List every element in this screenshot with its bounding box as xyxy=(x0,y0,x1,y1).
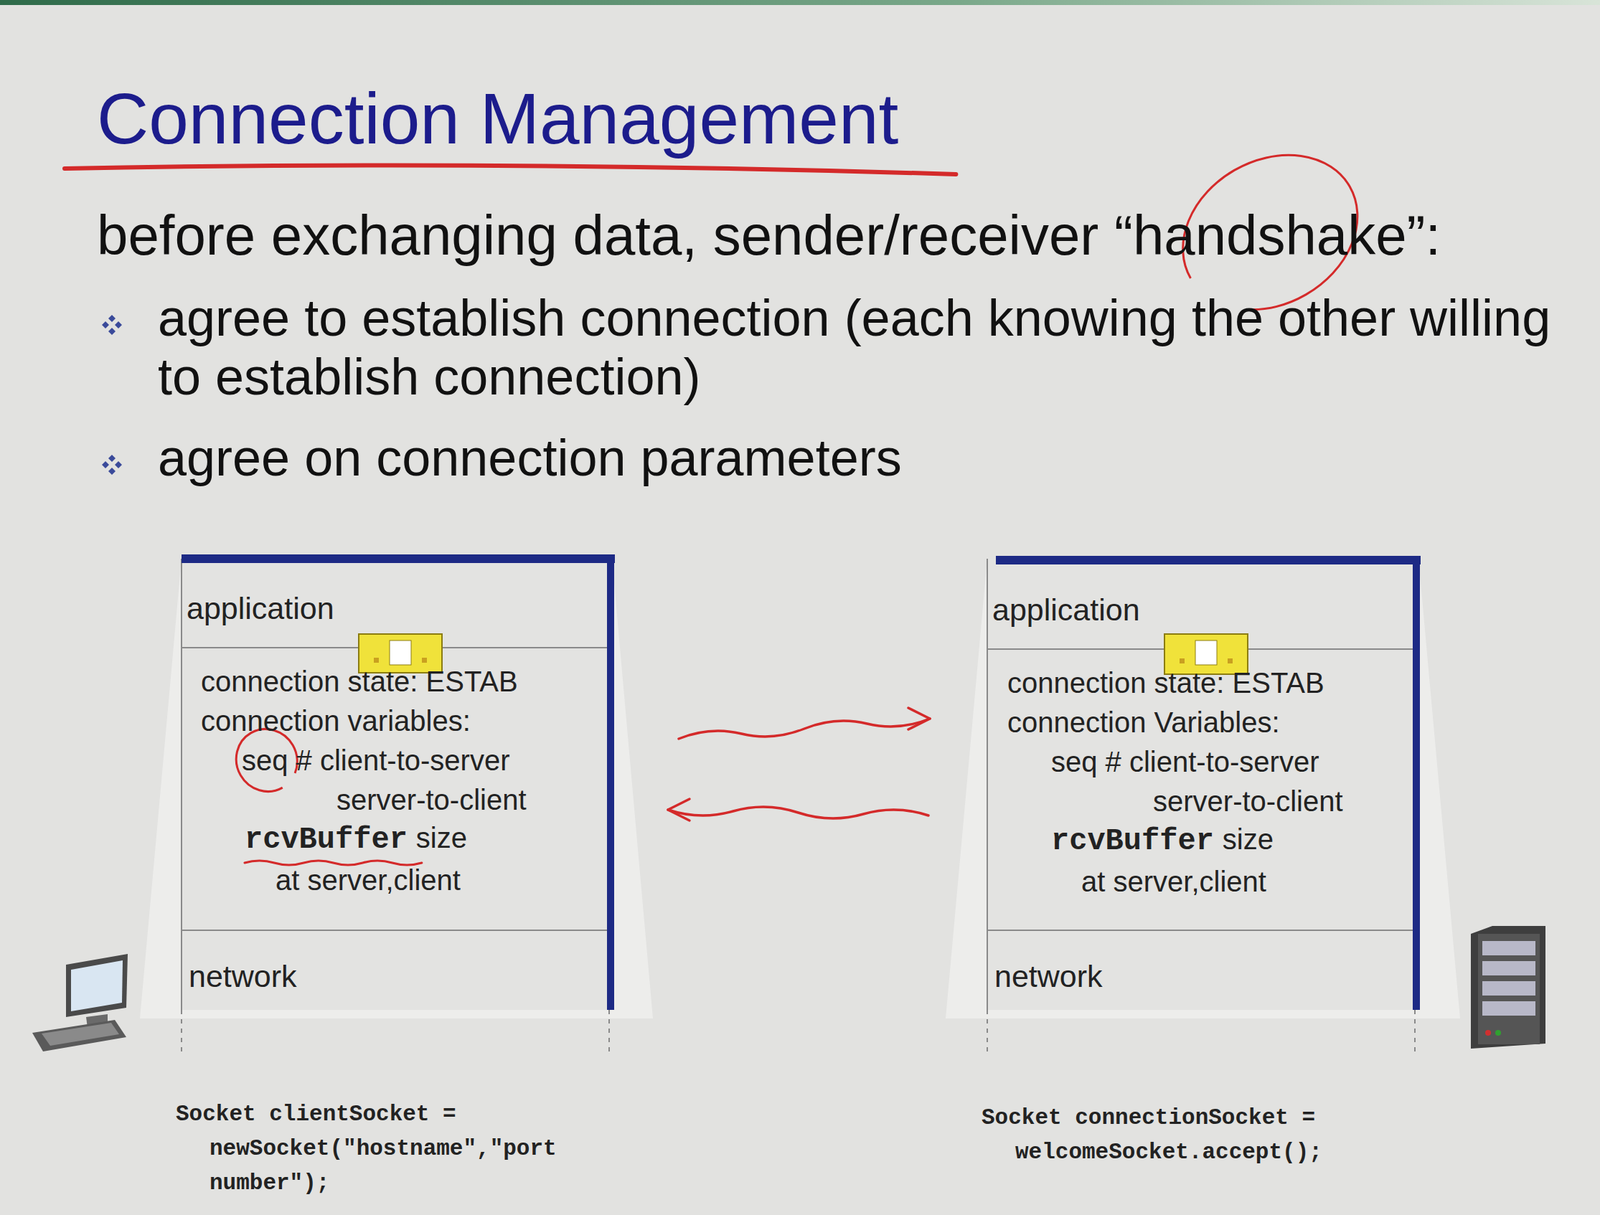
text-line: connection variables: xyxy=(200,703,471,740)
text-line: at server,client xyxy=(275,862,461,899)
text-line: rcvBuffersize xyxy=(1051,821,1274,860)
code-text-box: Socket clientSocket = newSocket("hostnam… xyxy=(175,1097,585,1202)
state-text: server-to-client xyxy=(336,784,527,816)
layer-box: application xyxy=(181,563,607,648)
host-frame xyxy=(181,558,610,1011)
text-line: rcvBuffersize xyxy=(244,820,468,859)
layer-name: application xyxy=(992,592,1141,628)
code-text: Socket connectionSocket = welcomeSocket.… xyxy=(981,1105,1323,1166)
state-text: connection state: ESTAB xyxy=(200,665,519,698)
frame-line xyxy=(986,1010,988,1054)
state-text: seq # client-to-server xyxy=(1051,746,1319,778)
text-line: seq # client-to-server xyxy=(241,742,510,779)
state-text: server-to-client xyxy=(1153,785,1344,818)
frame-bar xyxy=(606,558,615,1011)
text-line: connection state: ESTAB xyxy=(1007,665,1325,701)
frame-line xyxy=(608,1010,610,1054)
state-text: connection Variables: xyxy=(1007,706,1280,739)
text-line: network xyxy=(994,958,1103,995)
layer-box: connection state: ESTAB connection Variab… xyxy=(987,649,1413,931)
arrow-line xyxy=(667,807,929,819)
text-line: network xyxy=(188,958,298,995)
bullet-text: agree on connection parameters xyxy=(157,429,902,487)
bullet-text-box: agree to establish connection (each know… xyxy=(157,288,1590,407)
frame-bar xyxy=(995,556,1421,565)
bullet-text: agree to establish connection (each know… xyxy=(157,289,1551,406)
server-icon xyxy=(1470,926,1546,1049)
layer-box: network xyxy=(987,930,1413,1011)
code-text-box: Socket connectionSocket = welcomeSocket.… xyxy=(981,1101,1355,1171)
text-line: server-to-client xyxy=(1153,783,1344,820)
state-text: connection state: ESTAB xyxy=(1007,667,1325,699)
shade xyxy=(139,558,653,1019)
text-line: seq # client-to-server xyxy=(1051,744,1319,780)
variable-name: rcvBuffer xyxy=(1051,824,1214,859)
title-underline xyxy=(64,165,956,176)
text-line: application xyxy=(992,591,1141,628)
bullet-symbol xyxy=(101,454,122,475)
state-text: at server,client xyxy=(1081,866,1267,898)
layer-name: network xyxy=(188,959,298,994)
state-text: connection variables: xyxy=(200,705,471,737)
text-line: application xyxy=(186,590,335,627)
top-bar xyxy=(0,0,1600,6)
variable-name: rcvBuffer xyxy=(244,822,408,858)
slide-title: Connection Management xyxy=(96,78,899,159)
frame-line xyxy=(180,1010,183,1054)
title-block: Connection Management xyxy=(96,77,1532,160)
layer-box: application xyxy=(987,564,1413,650)
bullet-symbol xyxy=(101,314,122,336)
state-text: seq # client-to-server xyxy=(241,744,510,777)
handdrawn-arrow xyxy=(678,708,930,740)
state-text: size xyxy=(1222,823,1274,856)
frame-line xyxy=(180,558,183,1011)
layer-box: connection state: ESTAB connection variab… xyxy=(181,647,607,931)
code-text: Socket clientSocket = newSocket("hostnam… xyxy=(175,1102,557,1197)
arrow-head xyxy=(667,799,690,821)
layer-name: application xyxy=(186,591,335,626)
layer-box: network xyxy=(181,930,607,1011)
handdrawn-arrow xyxy=(667,799,929,821)
text-line: connection state: ESTAB xyxy=(200,663,519,700)
arrow-head xyxy=(908,708,930,730)
intro-text-box: before exchanging data, sender/receiver … xyxy=(96,204,1586,267)
shade xyxy=(945,558,1461,1019)
state-text: at server,client xyxy=(275,864,461,897)
state-text: size xyxy=(416,822,468,854)
layer-name: network xyxy=(994,959,1103,994)
frame-bar xyxy=(1412,558,1420,1011)
text-line: at server,client xyxy=(1081,863,1267,900)
arrow-line xyxy=(678,718,930,740)
frame-line xyxy=(986,558,988,1011)
intro-text: before exchanging data, sender/receiver … xyxy=(96,203,1441,267)
text-line: server-to-client xyxy=(336,782,527,818)
bullet-text-box: agree on connection parameters xyxy=(157,428,1590,488)
host-frame xyxy=(987,558,1415,1011)
frame-bar xyxy=(181,554,615,564)
laptop-icon xyxy=(32,954,128,1052)
layer-divider xyxy=(987,929,1415,932)
layer-divider xyxy=(181,929,610,932)
frame-line xyxy=(1414,1010,1416,1054)
text-line: connection Variables: xyxy=(1007,704,1280,741)
